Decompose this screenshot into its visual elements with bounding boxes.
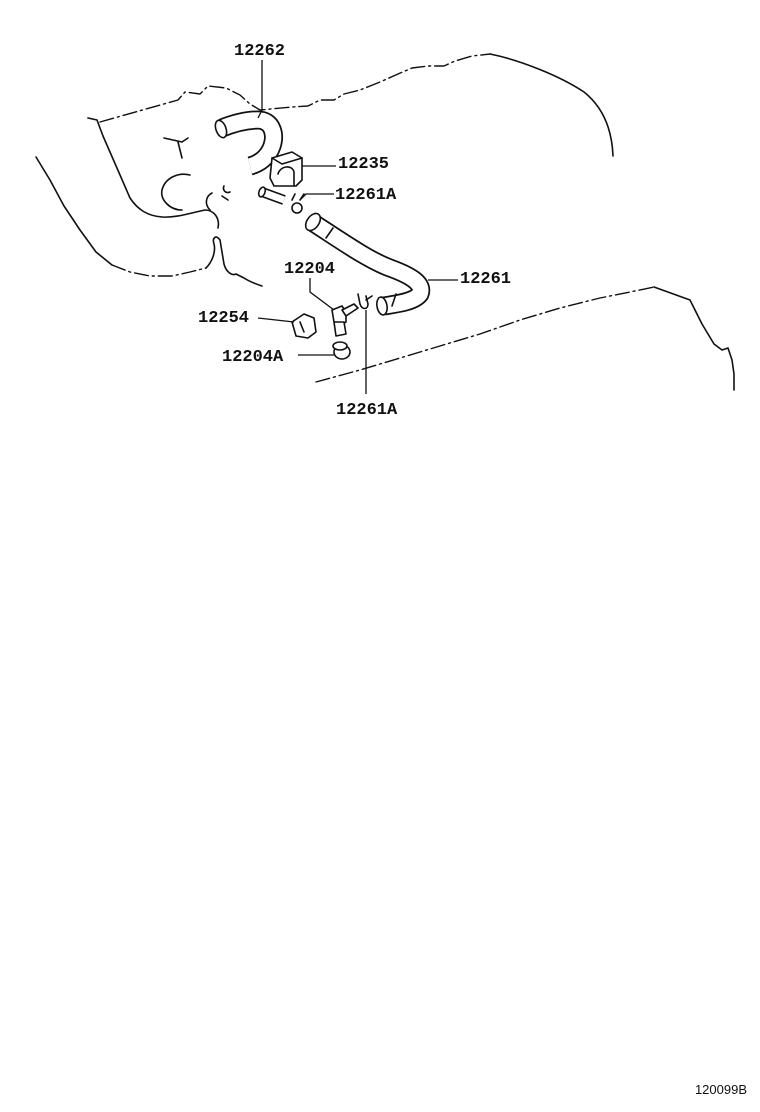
leader-12254 — [257, 317, 295, 323]
leader-lines — [257, 60, 458, 394]
manifold-phantom-edge — [315, 286, 655, 383]
hose-12261-lower-end — [376, 296, 388, 316]
callout-12235: 12235 — [338, 155, 389, 174]
diagram-ref-number: 120099B — [695, 1082, 747, 1097]
gasket-12204A — [332, 341, 351, 360]
head-inner-curve — [160, 173, 191, 211]
callout-12204: 12204 — [284, 260, 335, 279]
small-pipe-upper — [257, 186, 286, 205]
head-cover-phantom-outline — [99, 53, 491, 123]
leader-12262 — [257, 60, 263, 119]
block-left-edge — [87, 117, 220, 229]
pcv-valve-12204 — [331, 303, 359, 337]
block-outer-left-phantom — [111, 264, 207, 277]
callout-12204A: 12204A — [222, 348, 284, 367]
hose-12262-end — [214, 119, 228, 139]
engine-outline — [35, 53, 735, 391]
head-cover-solid-edge — [489, 53, 614, 157]
hose-12261-upper-end — [304, 212, 322, 232]
callout-12254: 12254 — [198, 309, 249, 328]
block-outer-left-edge — [35, 156, 113, 266]
clip-12261A-lower — [357, 293, 373, 310]
head-inner-curve-2 — [205, 192, 213, 211]
hose-12261 — [304, 212, 431, 316]
hose-12262 — [214, 110, 283, 176]
callout-labels: 12262 12235 12261A 12261 12204 12254 122… — [198, 42, 511, 420]
block-lower-curve — [205, 236, 263, 287]
head-tick-mark — [163, 137, 189, 159]
manifold-solid-edge — [653, 286, 735, 391]
callout-12262: 12262 — [234, 42, 285, 61]
callout-12261: 12261 — [460, 270, 511, 289]
grommet-12254 — [291, 313, 317, 339]
clip-12261A-upper — [291, 193, 305, 214]
callout-12261A-lower: 12261A — [336, 401, 398, 420]
leader-12204 — [309, 278, 335, 311]
head-small-hook — [221, 185, 231, 201]
callout-12261A-upper: 12261A — [335, 186, 397, 205]
leader-12261A-upper — [299, 193, 334, 201]
bracket-12235 — [269, 151, 303, 187]
